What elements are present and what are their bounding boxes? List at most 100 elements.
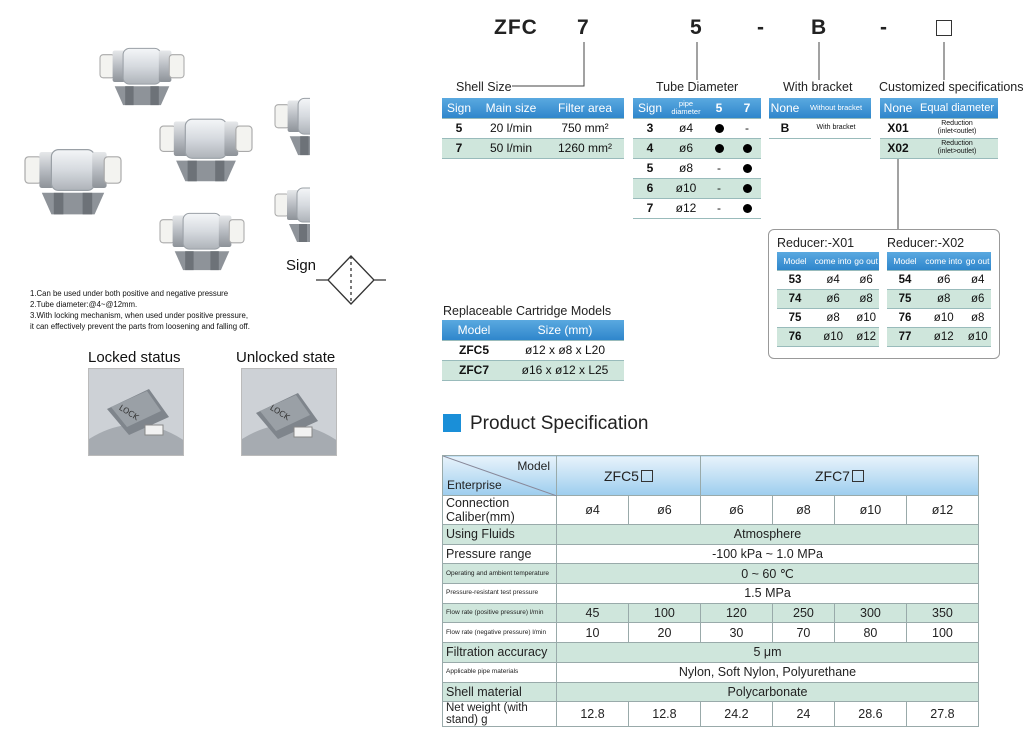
locked-status-photo: LOCK <box>88 368 184 456</box>
table-cell: ZFC7 <box>442 360 506 381</box>
customized-table: None Equal diameter X01 Reduction(inlet<… <box>880 98 998 159</box>
spec-title-square-icon <box>443 414 461 432</box>
table-cell: 7 <box>442 138 476 159</box>
table-cell: 50 l/min <box>476 138 546 159</box>
table-cell: 750 mm² <box>546 118 624 139</box>
reducer-x02-title: Reducer:-X02 <box>887 236 965 250</box>
table-cell: X01 <box>880 118 916 139</box>
table-cell: 5 <box>633 158 667 179</box>
reducer-x01-title: Reducer:-X01 <box>777 236 855 250</box>
table-cell: 4 <box>633 138 667 159</box>
shell-size-table: Sign Main size Filter area 5 20 l/min 75… <box>442 98 624 159</box>
table-row: 4 ø6 <box>633 138 761 159</box>
table-header: pipe diameter <box>667 98 705 119</box>
table-cell: Reduction(inlet<outlet) <box>916 118 998 139</box>
table-header: Without bracket <box>801 98 871 119</box>
table-cell: - <box>733 118 761 139</box>
table-row: 6 ø10 - <box>633 178 761 199</box>
unlocked-state-label: Unlocked state <box>236 349 336 366</box>
table-row: 5 20 l/min 750 mm² <box>442 118 624 139</box>
model-dash: - <box>880 16 888 39</box>
table-cell: - <box>705 178 733 199</box>
note-line: it can effectively prevent the parts fro… <box>30 322 250 331</box>
table-cell: ø4 <box>667 118 705 139</box>
spec-row-pressure: Pressure range-100 kPa ~ 1.0 MPa <box>442 543 979 565</box>
custom-spec-box <box>936 20 952 36</box>
table-cell <box>705 118 733 139</box>
unlocked-state-photo: LOCK <box>241 368 337 456</box>
table-header: go out <box>853 252 879 271</box>
table-cell: ø12 <box>667 198 705 219</box>
table-row: 7 ø12 - <box>633 198 761 219</box>
table-cell: 3 <box>633 118 667 139</box>
table-header: 7 <box>733 98 761 119</box>
table-cell: ø12 x ø8 x L20 <box>506 340 624 361</box>
tube-diameter-table: Sign pipe diameter 5 7 3 ø4 - 4 ø6 5 ø8 … <box>633 98 761 219</box>
spec-title: Product Specification <box>470 413 649 434</box>
spec-header-zfc7: ZFC7 <box>699 455 980 496</box>
table-cell: X02 <box>880 138 916 159</box>
model-tube-code: 5 <box>690 16 703 39</box>
table-cell: 20 l/min <box>476 118 546 139</box>
table-header: Filter area <box>546 98 624 119</box>
table-header: Model <box>777 252 813 271</box>
table-cell: With bracket <box>801 118 871 139</box>
table-cell: - <box>705 198 733 219</box>
table-cell <box>733 198 761 219</box>
table-header: Size (mm) <box>506 320 624 341</box>
table-header: None <box>769 98 801 119</box>
table-row: ZFC5 ø12 x ø8 x L20 <box>442 340 624 361</box>
table-cell: ø16 x ø12 x L25 <box>506 360 624 381</box>
product-spec-table: Model Enterprise ZFC5 ZFC7 Connection Ca… <box>442 455 980 728</box>
spec-header-zfc5: ZFC5 <box>556 455 701 496</box>
table-header: 5 <box>705 98 733 119</box>
table-cell: ø8 <box>667 158 705 179</box>
model-series: ZFC <box>494 16 538 39</box>
model-shell-code: 7 <box>577 16 590 39</box>
table-cell: - <box>705 158 733 179</box>
note-line: 1.Can be used under both positive and ne… <box>30 289 229 298</box>
filter-symbol-icon <box>316 255 386 305</box>
table-row: 7 50 l/min 1260 mm² <box>442 138 624 159</box>
note-line: 2.Tube diameter:@4~@12mm. <box>30 300 138 309</box>
table-header: come into <box>923 252 965 271</box>
feature-notes: 1.Can be used under both positive and ne… <box>30 288 250 332</box>
table-cell: ø6 <box>667 138 705 159</box>
table-cell: 5 <box>442 118 476 139</box>
spec-header-corner: Model Enterprise <box>442 455 557 496</box>
table-cell: ZFC5 <box>442 340 506 361</box>
locked-status-label: Locked status <box>88 349 181 366</box>
bracket-table: None Without bracket B With bracket <box>769 98 871 139</box>
customized-title: Customized specifications <box>879 80 1024 94</box>
cartridge-table: Model Size (mm) ZFC5 ø12 x ø8 x L20 ZFC7… <box>442 320 624 381</box>
tube-diameter-title: Tube Diameter <box>656 80 739 94</box>
table-row: 3 ø4 - <box>633 118 761 139</box>
spec-header-enterprise: Enterprise <box>447 478 502 492</box>
table-header: Sign <box>442 98 476 119</box>
note-line: 3.With locking mechanism, when used unde… <box>30 311 248 320</box>
table-cell <box>733 158 761 179</box>
table-cell: 7 <box>633 198 667 219</box>
table-header: come into <box>813 252 854 271</box>
table-cell: Reduction(inlet>outlet) <box>916 138 998 159</box>
model-dash: - <box>757 16 765 39</box>
table-header: Model <box>442 320 506 341</box>
table-cell: ø10 <box>667 178 705 199</box>
table-row: B With bracket <box>769 118 871 139</box>
table-header: Main size <box>476 98 546 119</box>
sign-label: Sign <box>286 257 317 274</box>
